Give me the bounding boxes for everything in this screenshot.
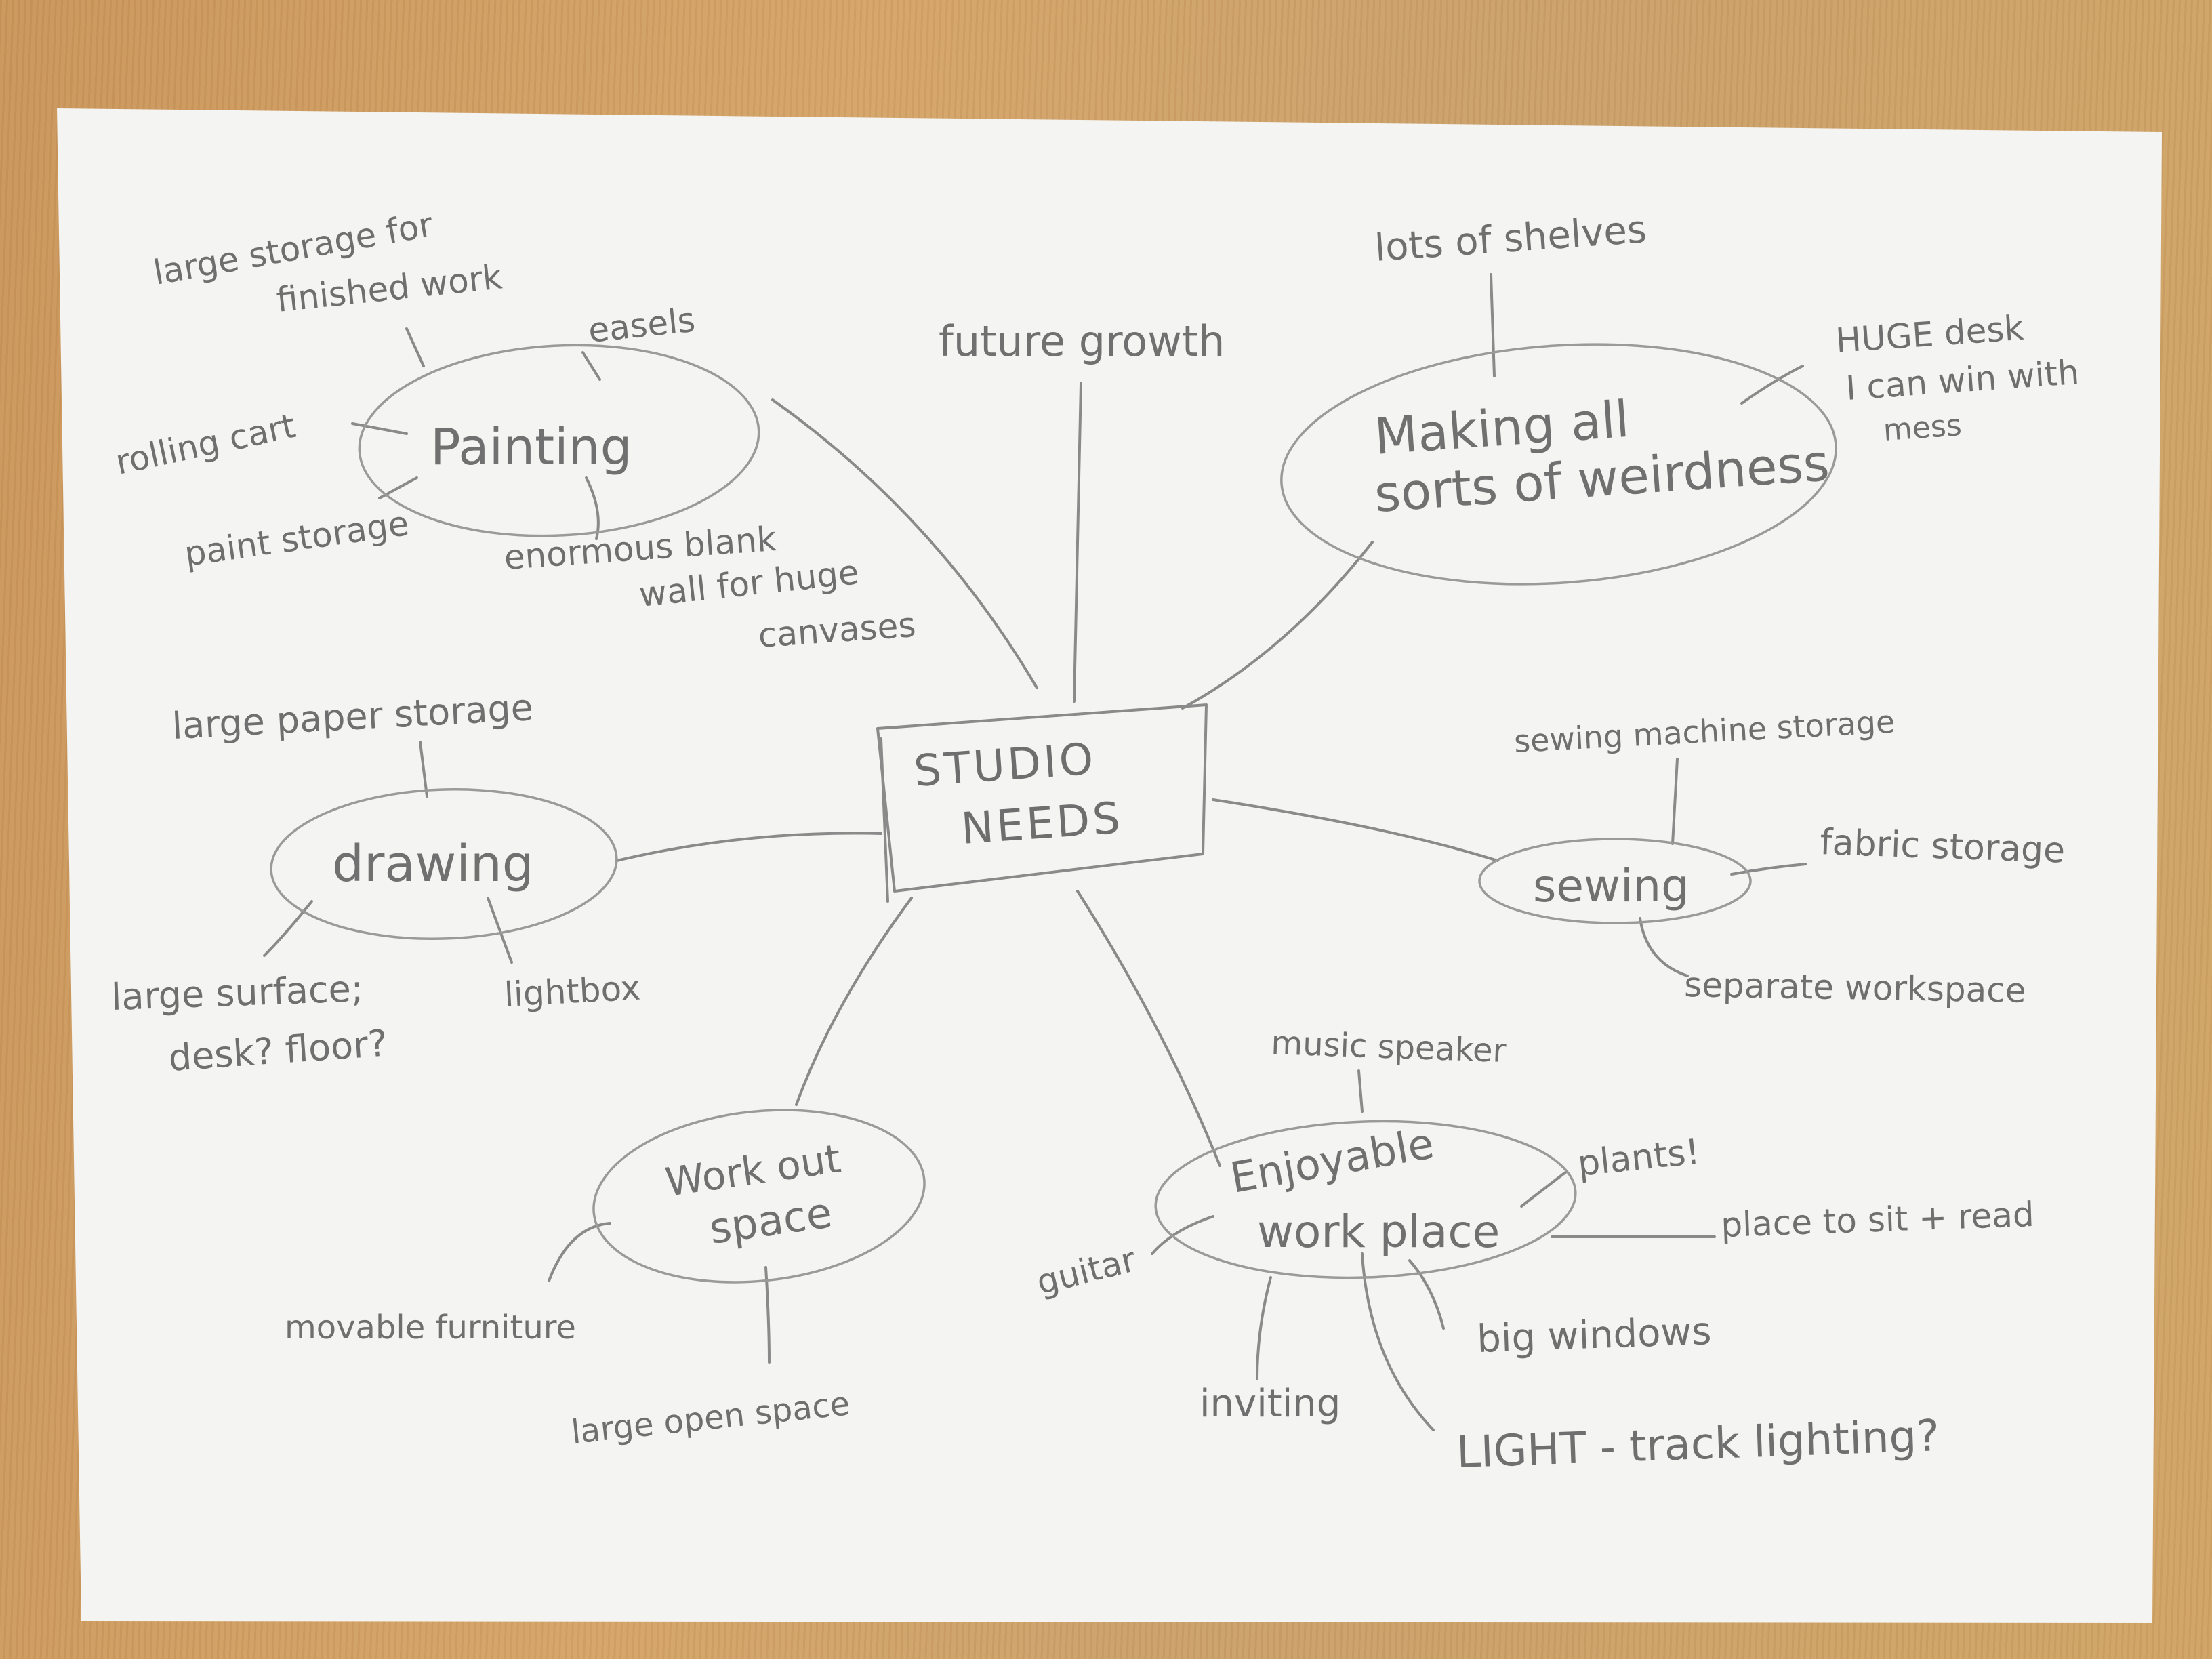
line-making-desk bbox=[1740, 365, 1804, 405]
line-sewing-machine bbox=[1671, 758, 1679, 845]
workout-ellipse bbox=[592, 1109, 926, 1284]
line-drawing-surface bbox=[263, 900, 313, 957]
leaf-huge-desk-3: mess bbox=[1882, 408, 1963, 448]
node-enjoyable-line2: work place bbox=[1257, 1206, 1500, 1258]
leaf-large-surface-1: large surface; bbox=[110, 967, 364, 1019]
line-center-making bbox=[1181, 541, 1374, 710]
connectors bbox=[263, 273, 1807, 1431]
drawing-ellipse bbox=[270, 787, 618, 941]
line-workout-furniture bbox=[548, 1222, 611, 1282]
enjoyable-ellipse bbox=[1154, 1120, 1577, 1279]
line-sewing-separate bbox=[1639, 917, 1689, 977]
line-sewing-fabric bbox=[1730, 863, 1807, 876]
line-drawing-paper bbox=[419, 741, 428, 798]
leaf-inviting: inviting bbox=[1200, 1382, 1340, 1426]
line-workout-open bbox=[764, 1266, 771, 1364]
leaf-movable-furniture: movable furniture bbox=[285, 1309, 576, 1347]
line-making-shelves bbox=[1490, 273, 1496, 377]
node-painting: Painting bbox=[430, 418, 632, 476]
making-ellipse bbox=[1280, 343, 1837, 586]
line-enjoyable-plants bbox=[1520, 1171, 1567, 1208]
line-center-workout bbox=[795, 897, 913, 1106]
center-label-line2: NEEDS bbox=[960, 793, 1124, 854]
line-enjoyable-light bbox=[1361, 1252, 1435, 1431]
line-center-future bbox=[1073, 382, 1082, 703]
leaf-fabric-storage: fabric storage bbox=[1820, 822, 2066, 872]
node-shapes bbox=[270, 343, 1837, 1284]
leaf-separate-space: separate workspace bbox=[1684, 965, 2026, 1010]
line-center-sewing bbox=[1212, 798, 1499, 862]
line-painting-cart bbox=[351, 422, 408, 435]
leaf-lightbox: lightbox bbox=[504, 968, 642, 1015]
node-drawing: drawing bbox=[332, 835, 534, 893]
painting-ellipse bbox=[358, 344, 760, 537]
center-box-edge bbox=[880, 737, 889, 903]
line-painting-easels bbox=[581, 351, 601, 381]
line-enjoyable-guitar bbox=[1151, 1215, 1214, 1255]
center-box bbox=[876, 703, 1208, 893]
line-enjoyable-inviting bbox=[1256, 1276, 1272, 1380]
node-future-growth: future growth bbox=[939, 316, 1225, 366]
node-sewing: sewing bbox=[1533, 860, 1689, 912]
line-center-drawing bbox=[615, 832, 882, 862]
line-enjoyable-music bbox=[1357, 1069, 1364, 1113]
leaf-big-windows: big windows bbox=[1476, 1309, 1712, 1361]
leaf-music-speaker: music speaker bbox=[1271, 1024, 1507, 1070]
sewing-ellipse bbox=[1478, 838, 1752, 924]
line-enjoyable-windows bbox=[1408, 1259, 1445, 1330]
line-center-painting bbox=[771, 398, 1038, 689]
line-painting-storage bbox=[405, 327, 425, 367]
line-center-enjoyable bbox=[1076, 890, 1221, 1167]
